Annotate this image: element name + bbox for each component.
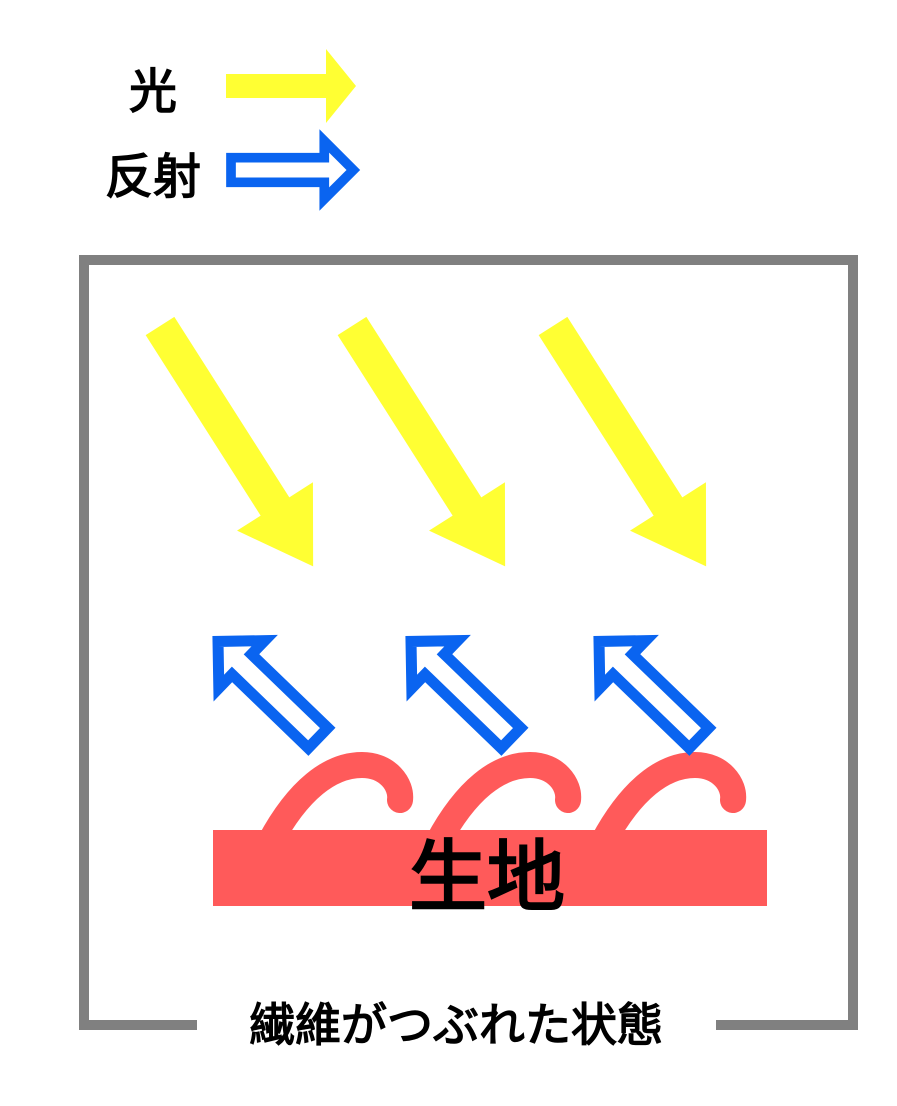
light-arrow [314,301,544,591]
legend-light-label: 光 [129,64,177,120]
frame-border [79,255,858,1030]
reflection-arrow [388,618,534,762]
reflection-arrow [195,618,341,762]
light-arrow [515,301,745,591]
reflection-arrows [195,618,722,762]
fabric-base [213,830,767,906]
legend: 光 反射 [105,49,356,205]
reflection-arrow [576,618,722,762]
fiber-curl [425,751,582,855]
fabric-label: 生地 [409,833,565,923]
light-arrow [122,301,352,591]
fiber-curl [590,751,747,855]
caption: 繊維がつぶれた状態 [249,998,663,1052]
fabric-fibers [257,751,747,855]
legend-reflection-label: 反射 [105,149,201,205]
incoming-light-arrows [122,301,745,591]
fiber-curl [257,751,414,855]
legend-reflection-arrow [231,141,353,199]
legend-light-arrow [226,49,356,123]
